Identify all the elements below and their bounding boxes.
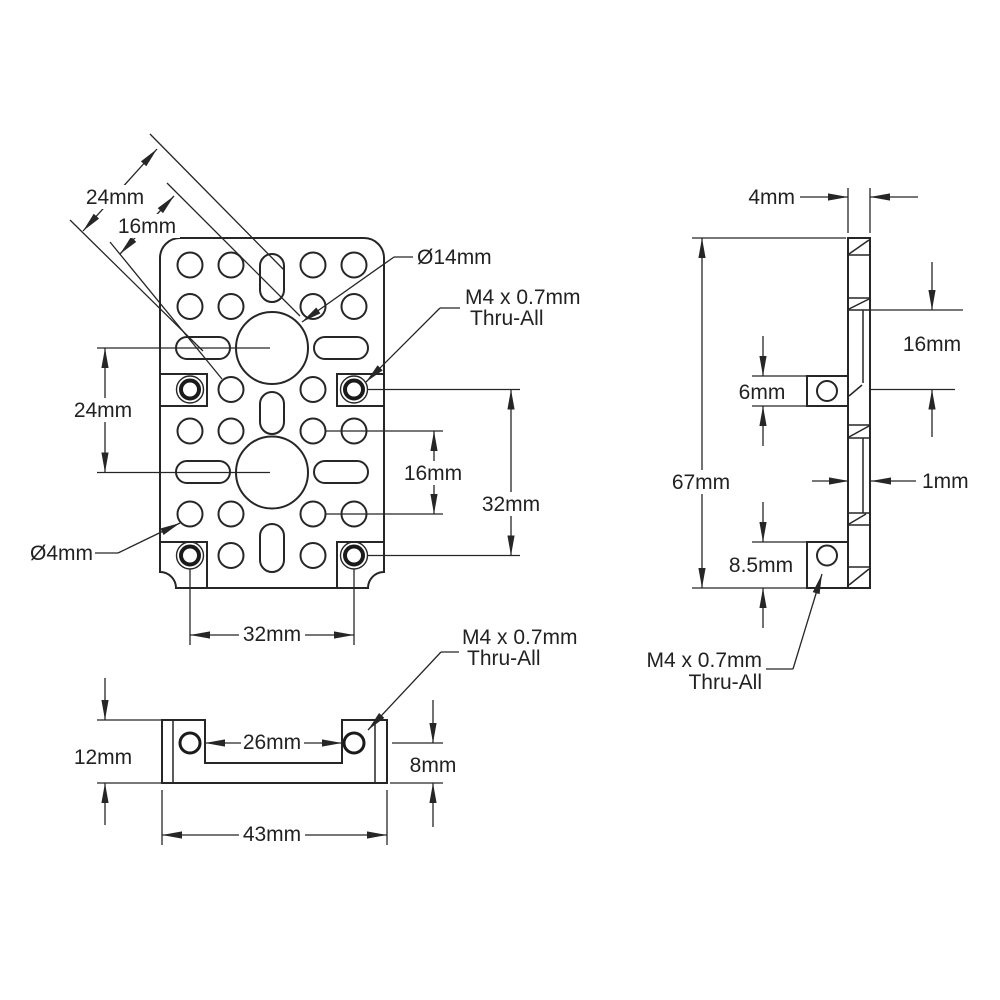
boss-lower-left xyxy=(160,541,208,588)
side-tab-mid xyxy=(806,375,849,407)
dim-label-16-side: 16mm xyxy=(903,333,961,356)
dim-label-67: 67mm xyxy=(672,471,730,494)
side-view xyxy=(692,188,963,670)
bottom-view-hole-left xyxy=(178,731,202,755)
dim-label-6: 6mm xyxy=(739,381,786,404)
vertical-slot-bottom xyxy=(259,523,285,573)
dim-label-85: 8.5mm xyxy=(729,554,793,577)
side-strip-outline xyxy=(847,237,871,589)
m4-holes xyxy=(175,375,369,570)
dimension-labels: 24mm 16mm Ø14mm M4 x 0.7mm Thru-All 24mm… xyxy=(30,185,969,846)
dim-label-right-16: 16mm xyxy=(404,462,462,485)
boss-upper-left xyxy=(160,373,208,407)
dim-label-m4-top-1: M4 x 0.7mm xyxy=(465,286,581,309)
boss-lower-right xyxy=(336,541,384,588)
side-tab-bottom xyxy=(806,541,849,589)
leader-m4-side xyxy=(792,573,823,670)
dim-label-4: 4mm xyxy=(748,186,795,209)
dim-label-12: 12mm xyxy=(74,746,132,769)
side-tab-mid-hole xyxy=(816,380,838,402)
boss-upper-right xyxy=(336,373,384,407)
h-slot-r3-right xyxy=(313,336,369,360)
leader-dia14 xyxy=(301,256,395,323)
vertical-slot-top xyxy=(259,253,285,303)
ext-diag-1 xyxy=(149,133,285,271)
dim-label-right-32: 32mm xyxy=(482,493,540,516)
ext-diag-4 xyxy=(69,219,204,352)
dim-label-diag-16: 16mm xyxy=(118,215,176,238)
dim-label-8: 8mm xyxy=(410,754,457,777)
leader-dia4 xyxy=(117,522,181,554)
dim-label-m4-top-2: Thru-All xyxy=(470,307,544,330)
ext-diag-2 xyxy=(166,182,301,317)
side-strip-segments xyxy=(848,239,870,586)
ext-diag-3 xyxy=(109,241,223,380)
leader-m4-bottom xyxy=(367,651,442,731)
front-plate-outline xyxy=(159,237,385,589)
side-tab-bottom-hole xyxy=(816,544,838,567)
dim-label-26: 26mm xyxy=(243,731,301,754)
vertical-slot-mid xyxy=(259,391,285,435)
dim-label-1: 1mm xyxy=(922,470,969,493)
bottom-view-hole-right xyxy=(342,731,366,755)
dim-label-dia4: Ø4mm xyxy=(30,542,93,565)
dim-label-diag-24: 24mm xyxy=(86,186,144,209)
bottom-view xyxy=(97,651,459,845)
h-slot-r6-right xyxy=(313,460,369,484)
front-view xyxy=(69,133,520,645)
bottom-view-outline xyxy=(161,719,388,784)
dim-label-dia14: Ø14mm xyxy=(417,246,492,269)
dim-label-43: 43mm xyxy=(243,823,301,846)
dim-label-m4-bottom-1: M4 x 0.7mm xyxy=(462,626,578,649)
leader-m4-top xyxy=(365,307,441,383)
dim-label-m4-side-2: Thru-All xyxy=(688,671,762,694)
small-hole-grid xyxy=(176,251,368,569)
dim-label-left-24: 24mm xyxy=(74,399,132,422)
dim-label-m4-bottom-2: Thru-All xyxy=(467,647,541,670)
dim-label-m4-side-1: M4 x 0.7mm xyxy=(646,649,762,672)
dim-label-bottom-32: 32mm xyxy=(243,623,301,646)
